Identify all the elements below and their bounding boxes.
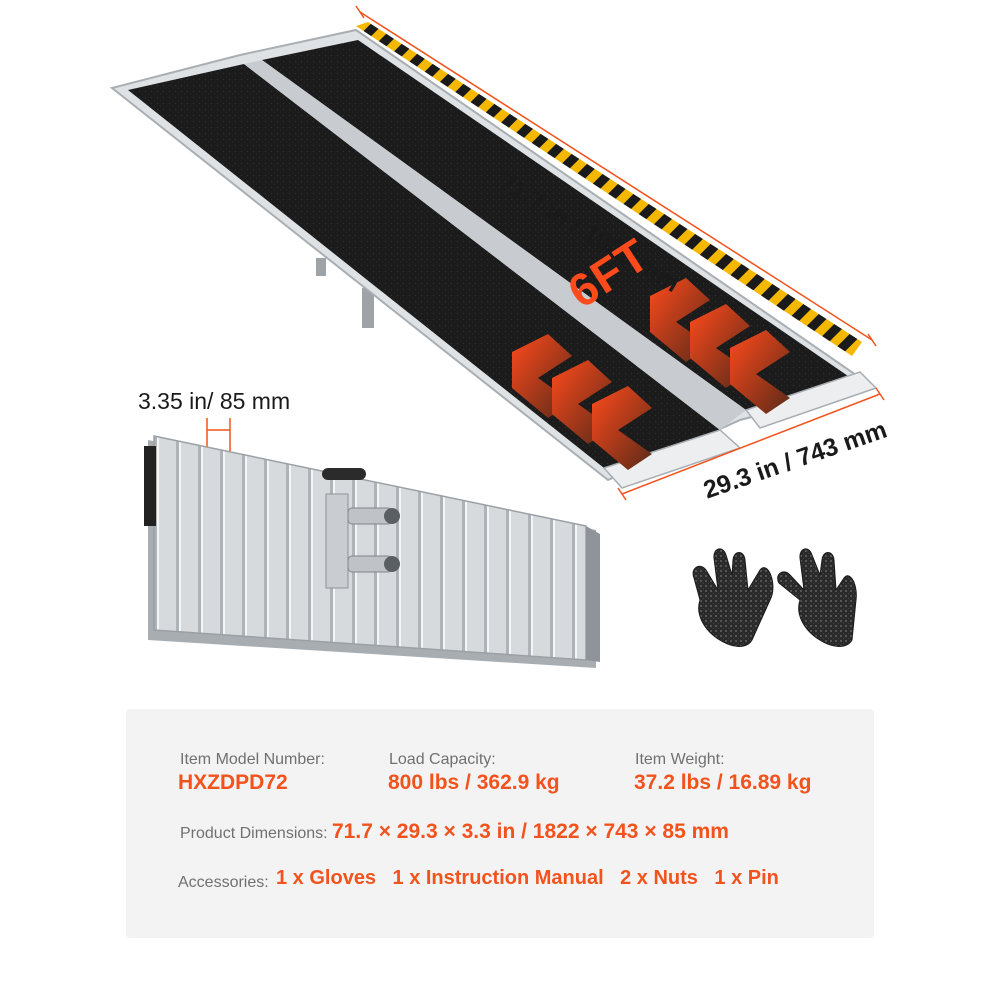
model-value: HXZDPD72 bbox=[178, 771, 288, 794]
spec-panel: Item Model Number: HXZDPD72 Load Capacit… bbox=[126, 709, 874, 938]
ramp-unfolded-image bbox=[109, 22, 878, 489]
glove-left bbox=[692, 548, 774, 647]
dimension-lines bbox=[206, 5, 885, 501]
weight-value: 37.2 lbs / 16.89 kg bbox=[634, 771, 812, 794]
accessory-item: 2 x Nuts bbox=[620, 867, 698, 889]
accessories-label: Accessories: bbox=[178, 874, 269, 891]
gloves-image bbox=[692, 548, 857, 647]
ramp-folded-image bbox=[144, 435, 600, 668]
hazard-stripe bbox=[356, 22, 862, 356]
accessory-item: 1 x Instruction Manual bbox=[392, 867, 604, 889]
folded-ramp-handle bbox=[322, 468, 366, 480]
weight-label: Item Weight: bbox=[635, 751, 725, 768]
capacity-value: 800 lbs / 362.9 kg bbox=[388, 771, 560, 794]
ramp-leg bbox=[362, 288, 374, 328]
height-dimension-label: 3.35 in/ 85 mm bbox=[138, 388, 291, 414]
chevron-arrow-icon bbox=[512, 334, 652, 470]
product-illustration bbox=[109, 5, 885, 668]
dimensions-value: 71.7 × 29.3 × 3.3 in / 1822 × 743 × 85 m… bbox=[332, 820, 729, 843]
folded-ramp-face bbox=[153, 435, 587, 661]
ramp-left-grip bbox=[128, 64, 720, 468]
glove-right bbox=[777, 548, 857, 647]
accessory-item: 1 x Pin bbox=[714, 867, 779, 889]
model-label: Item Model Number: bbox=[180, 751, 325, 768]
capacity-label: Load Capacity: bbox=[389, 751, 496, 768]
dimensions-label: Product Dimensions: bbox=[180, 825, 328, 842]
chevron-arrow-icon bbox=[650, 278, 790, 414]
accessories-list: 1 x Gloves 1 x Instruction Manual 2 x Nu… bbox=[276, 867, 791, 890]
accessory-item: 1 x Gloves bbox=[276, 867, 377, 889]
